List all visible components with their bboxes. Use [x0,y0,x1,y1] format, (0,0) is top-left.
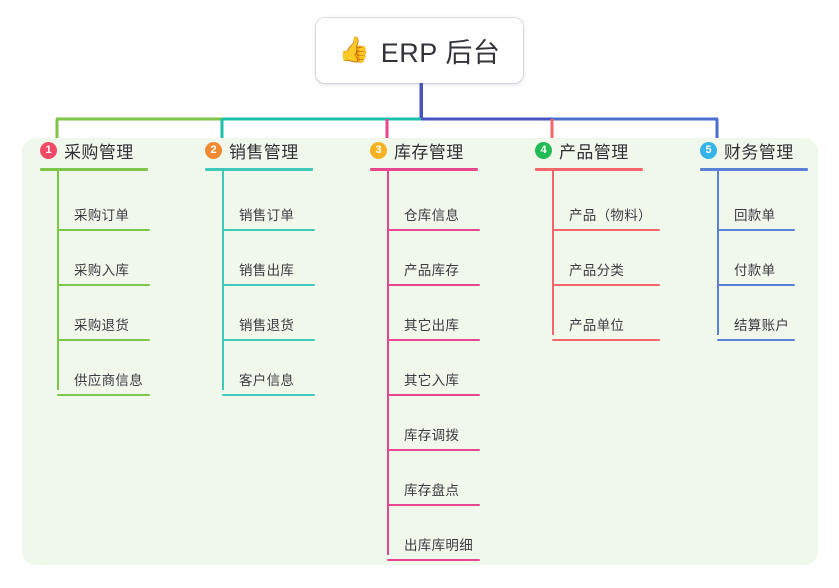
branch-title: 产品管理 [559,143,629,162]
branch-number-badge: 1 [40,142,57,159]
branch-item[interactable]: 销售退货 [222,286,315,341]
branch-item-label: 采购订单 [74,208,130,223]
branch-title: 库存管理 [394,143,464,162]
branch-item[interactable]: 回款单 [717,176,795,231]
branch-item[interactable]: 其它出库 [387,286,480,341]
branch-number-badge: 5 [700,142,717,159]
branch-item-label: 采购入库 [74,263,130,278]
branch-item-label: 销售出库 [239,263,295,278]
branch-item-label: 其它出库 [404,318,460,333]
branch-item[interactable]: 产品（物料） [552,176,660,231]
branch-item-rule [57,229,150,231]
branch-item-rule [552,339,660,341]
branch-header-rule [370,168,478,171]
branch-item-rule [387,284,480,286]
branch-header-1[interactable]: 1 采购管理 [40,138,134,163]
branch-item-label: 仓库信息 [404,208,460,223]
branch-title: 采购管理 [64,143,134,162]
root-title: ERP 后台 [380,38,501,68]
branch-item[interactable]: 采购退货 [57,286,150,341]
root-node-content: 👍 ERP 后台 [339,31,501,70]
branch-item-rule [387,394,480,396]
branch-item-label: 库存盘点 [404,483,460,498]
branch-header-rule [205,168,313,171]
branch-item[interactable]: 采购入库 [57,231,150,286]
branch-item[interactable]: 产品库存 [387,231,480,286]
thumbs-up-icon: 👍 [338,36,370,64]
branch-item-rule [387,229,480,231]
branch-item-label: 库存调拨 [404,428,460,443]
branch-spine [717,170,719,335]
root-node[interactable]: 👍 ERP 后台 [316,18,523,83]
branch-item-label: 采购退货 [74,318,130,333]
branch-header-3[interactable]: 3 库存管理 [370,138,464,163]
branch-item-rule [222,284,315,286]
branch-item[interactable]: 仓库信息 [387,176,480,231]
branch-item[interactable]: 销售订单 [222,176,315,231]
branch-header-rule [535,168,643,171]
branch-spine [57,170,59,390]
branch-item-rule [57,394,150,396]
branch-item-rule [387,449,480,451]
branch-item-label: 回款单 [734,208,776,223]
branch-item-rule [222,394,315,396]
branch-item-rule [222,339,315,341]
branch-item-label: 产品（物料） [569,208,652,223]
branch-item[interactable]: 库存调拨 [387,396,480,451]
branches-panel: 1 采购管理采购订单采购入库采购退货供应商信息 2 销售管理销售订单销售出库销售退货客… [22,138,818,565]
branch-item-rule [717,339,795,341]
branch-title: 销售管理 [229,143,299,162]
branch-item[interactable]: 供应商信息 [57,341,150,396]
branch-item[interactable]: 客户信息 [222,341,315,396]
branch-item-label: 产品库存 [404,263,460,278]
branch-item[interactable]: 销售出库 [222,231,315,286]
branch-number-badge: 3 [370,142,387,159]
branch-item-rule [222,229,315,231]
branch-item-label: 销售订单 [239,208,295,223]
branch-item[interactable]: 结算账户 [717,286,795,341]
branch-item-rule [717,284,795,286]
branch-item-label: 出库库明细 [404,538,473,553]
branch-item[interactable]: 出库库明细 [387,506,480,561]
branch-item-rule [387,559,480,561]
branch-item-label: 产品分类 [569,263,625,278]
branch-item-label: 结算账户 [734,318,790,333]
branch-item-rule [57,339,150,341]
branch-item-label: 供应商信息 [74,373,143,388]
branch-item-rule [57,284,150,286]
branch-header-rule [700,168,808,171]
branch-item-label: 产品单位 [569,318,625,333]
branch-item-rule [717,229,795,231]
branch-title: 财务管理 [724,143,794,162]
branch-item-rule [387,339,480,341]
branch-header-4[interactable]: 4 产品管理 [535,138,629,163]
branch-item[interactable]: 付款单 [717,231,795,286]
branch-item-rule [552,229,660,231]
branch-item-label: 付款单 [734,263,776,278]
branch-item-rule [387,504,480,506]
branch-item[interactable]: 其它入库 [387,341,480,396]
branch-item[interactable]: 采购订单 [57,176,150,231]
branch-header-rule [40,168,148,171]
branch-spine [387,170,389,555]
branch-item[interactable]: 产品单位 [552,286,660,341]
branch-number-badge: 4 [535,142,552,159]
branch-spine [222,170,224,390]
branch-header-2[interactable]: 2 销售管理 [205,138,299,163]
branch-item[interactable]: 产品分类 [552,231,660,286]
branch-spine [552,170,554,335]
branch-item-rule [552,284,660,286]
branch-item-label: 其它入库 [404,373,460,388]
branch-item[interactable]: 库存盘点 [387,451,480,506]
branch-item-label: 销售退货 [239,318,295,333]
branch-number-badge: 2 [205,142,222,159]
branch-item-label: 客户信息 [239,373,295,388]
branch-header-5[interactable]: 5 财务管理 [700,138,794,163]
